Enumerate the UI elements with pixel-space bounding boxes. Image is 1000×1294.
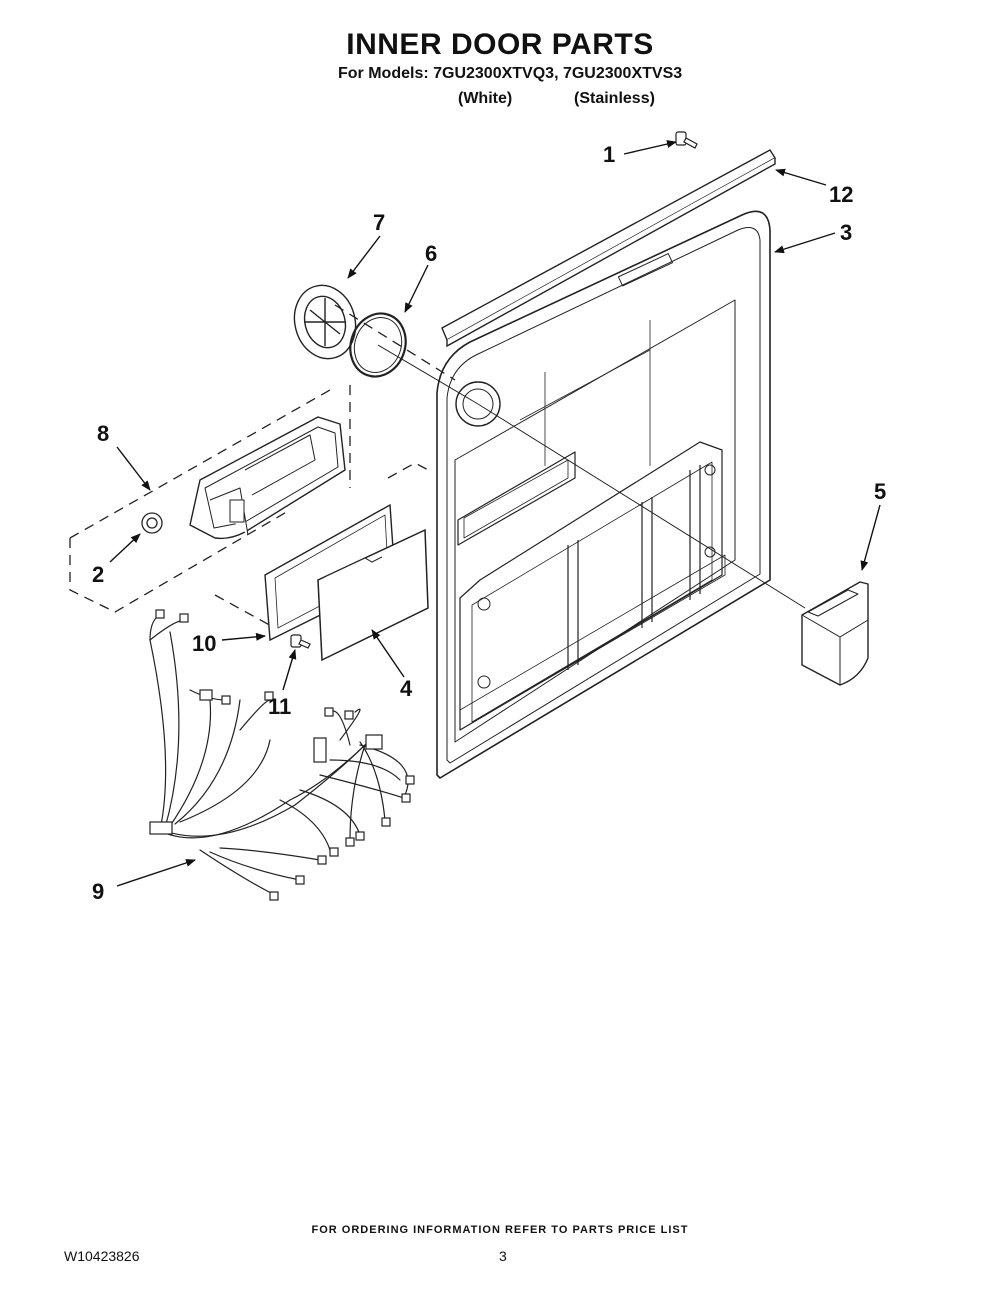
variant-stainless-label: (Stainless) <box>574 90 655 107</box>
button-part-2 <box>141 512 163 534</box>
callout-6: 6 <box>425 241 437 266</box>
vent-cap-part-7 <box>293 284 357 360</box>
callout-7: 7 <box>373 210 385 235</box>
callout-9: 9 <box>92 879 104 904</box>
variant-white-label: (White) <box>458 90 513 107</box>
document-number: W10423826 <box>64 1248 140 1264</box>
callout-5: 5 <box>874 479 886 504</box>
control-board-part-4 <box>317 528 429 662</box>
door-top-trim <box>441 149 776 348</box>
callout-1: 1 <box>603 142 615 167</box>
screw-part-1 <box>675 131 698 149</box>
gasket-ring-part-6 <box>349 312 407 378</box>
screw-part-11 <box>290 634 311 649</box>
inner-door-panel <box>436 210 771 779</box>
callout-3: 3 <box>840 220 852 245</box>
page-title: INNER DOOR PARTS <box>346 28 654 61</box>
callout-11: 11 <box>268 694 291 719</box>
alignment-lines <box>377 344 806 609</box>
callout-10: 10 <box>192 631 216 656</box>
models-line: For Models: 7GU2300XTVQ3, 7GU2300XTVS3 <box>338 65 683 82</box>
ordering-note: FOR ORDERING INFORMATION REFER TO PARTS … <box>311 1224 689 1236</box>
callout-4: 4 <box>400 676 413 701</box>
callout-arrows <box>109 140 881 887</box>
callout-2: 2 <box>92 562 104 587</box>
callout-12: 12 <box>829 182 853 207</box>
wire-harness-part-9 <box>149 609 415 901</box>
page-number: 3 <box>499 1248 507 1264</box>
assembly-dashed-outline <box>69 304 456 629</box>
bracket-part-5 <box>801 581 869 686</box>
callout-8: 8 <box>97 421 109 446</box>
module-housing-part-8 <box>189 416 346 540</box>
